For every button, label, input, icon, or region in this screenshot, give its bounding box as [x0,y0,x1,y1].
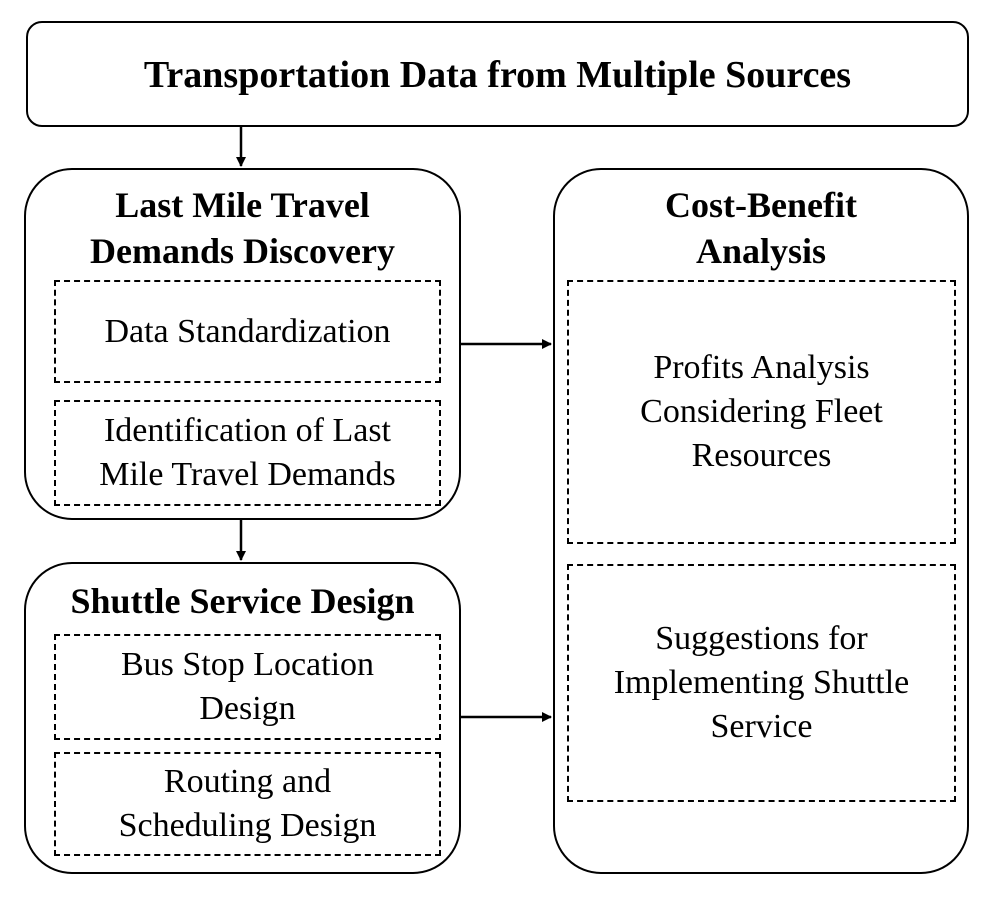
demand-identification-step: Identification of Last Mile Travel Deman… [54,400,441,506]
routing-scheduling-step: Routing and Scheduling Design [54,752,441,856]
data-standardization-step: Data Standardization [54,280,441,383]
cost-benefit-box: Cost-Benefit Analysis Profits Analysis C… [553,168,969,874]
cost-benefit-title: Cost-Benefit Analysis [665,185,857,271]
shuttle-design-box: Shuttle Service Design Bus Stop Location… [24,562,461,874]
demand-discovery-title: Last Mile Travel Demands Discovery [90,185,395,271]
shuttle-design-title: Shuttle Service Design [70,581,415,621]
source-data-label: Transportation Data from Multiple Source… [143,54,852,96]
source-data-box: Transportation Data from Multiple Source… [26,21,969,127]
demand-discovery-box: Last Mile Travel Demands Discovery Data … [24,168,461,520]
bus-stop-location-step: Bus Stop Location Design [54,634,441,740]
shuttle-suggestions-step: Suggestions for Implementing Shuttle Ser… [567,564,956,802]
profits-analysis-step: Profits Analysis Considering Fleet Resou… [567,280,956,544]
